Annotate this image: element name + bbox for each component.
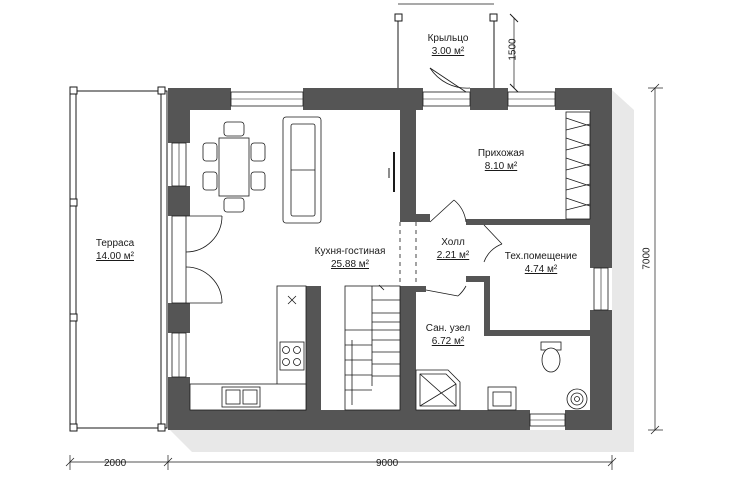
staircase xyxy=(344,284,401,411)
porch-depth-dim: 1500 xyxy=(507,38,519,61)
porch-width-dim: 2000 xyxy=(430,0,452,3)
house-depth-dim: 7000 xyxy=(641,247,653,270)
sofa xyxy=(282,116,322,224)
utility-label: Тех.помещение 4.74 м² xyxy=(493,250,589,276)
hall-name: Холл xyxy=(441,237,465,248)
kitchen-living-area: 25.88 м² xyxy=(330,259,369,270)
bathroom-name: Сан. узел xyxy=(425,323,471,334)
terrace-posts xyxy=(69,86,166,432)
terrace-area: 14.00 м² xyxy=(95,251,134,262)
tv xyxy=(388,152,395,192)
terrace-name: Терраса xyxy=(95,238,135,249)
porch-area: 3.00 м² xyxy=(431,46,465,57)
kitchen-living-name: Кухня-гостиная xyxy=(314,246,386,257)
dining-set xyxy=(202,121,266,213)
bathroom-area: 6.72 м² xyxy=(431,336,465,347)
interior-doors xyxy=(425,67,503,297)
house-width-dim: 9000 xyxy=(376,458,399,469)
hall-area: 2.21 м² xyxy=(436,250,470,261)
hallway-name: Прихожая xyxy=(477,148,525,159)
hallway-label: Прихожая 8.10 м² xyxy=(466,147,536,173)
kitchen xyxy=(189,285,307,411)
bathroom-label: Сан. узел 6.72 м² xyxy=(416,322,480,348)
terrace-deck xyxy=(69,90,168,429)
bathroom-fixtures xyxy=(415,341,588,411)
hall-label: Холл 2.21 м² xyxy=(426,236,480,262)
hallway-area: 8.10 м² xyxy=(484,161,518,172)
porch-name: Крыльцо xyxy=(427,33,469,44)
porch-label: Крыльцо 3.00 м² xyxy=(418,32,478,58)
terrace-label: Терраса 14.00 м² xyxy=(80,237,150,263)
walls xyxy=(168,88,612,430)
terrace-door xyxy=(171,215,223,304)
utility-name: Тех.помещение xyxy=(504,251,578,262)
terrace-width-dim: 2000 xyxy=(104,458,127,469)
utility-area: 4.74 м² xyxy=(524,264,558,275)
wardrobe xyxy=(565,111,591,220)
dimension-lines xyxy=(65,83,663,470)
kitchen-living-label: Кухня-гостиная 25.88 м² xyxy=(302,245,398,271)
porch xyxy=(397,18,495,88)
